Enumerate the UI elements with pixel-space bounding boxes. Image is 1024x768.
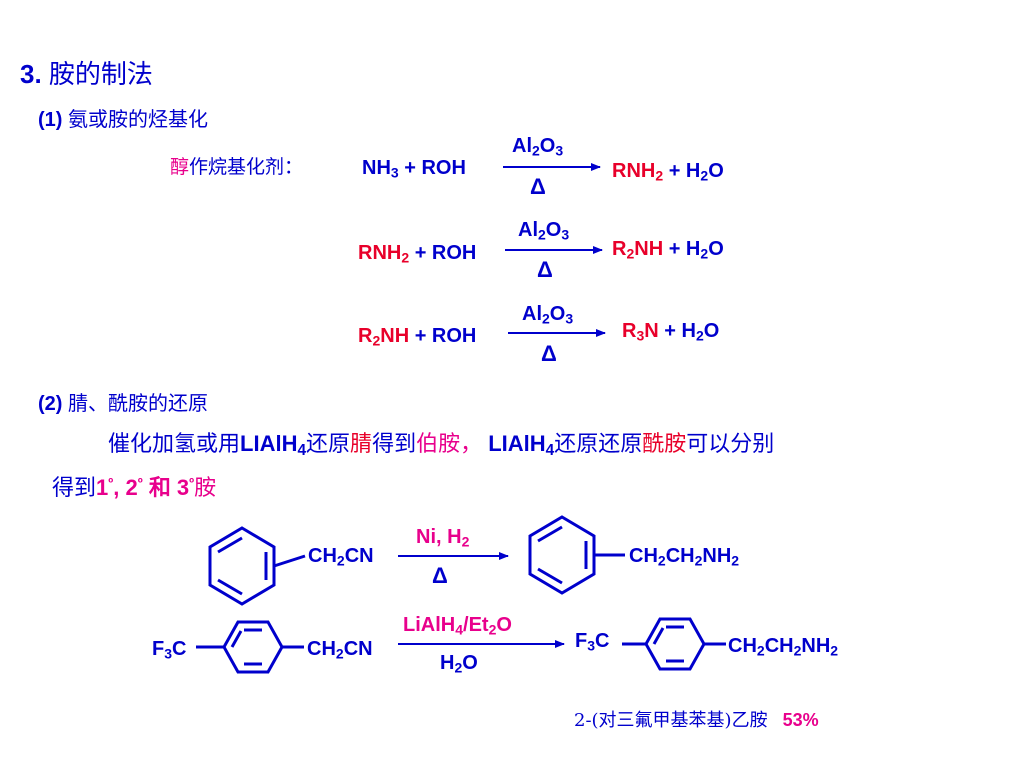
subsection-2-title: (2) 腈、酰胺的还原 xyxy=(38,387,208,416)
subsection-2-number: (2) xyxy=(38,393,63,415)
benzene-ring-4 xyxy=(622,617,726,671)
rx1-heat: Δ xyxy=(530,174,546,199)
rx4-reactant: CH2CN xyxy=(308,545,374,569)
subsection-1-number: (1) xyxy=(38,109,63,131)
rx3-reagent: Al2O3 xyxy=(522,303,574,327)
rx2-heat: Δ xyxy=(537,257,553,282)
rx1-reagent: Al2O3 xyxy=(512,135,564,159)
benzene-ring-1-drawing xyxy=(208,526,306,606)
rx5-reagent: LiAlH4/Et2O xyxy=(403,614,512,638)
alcohol-highlight: 醇 xyxy=(170,156,190,178)
heading-number: 3. xyxy=(20,59,42,89)
section-heading: 3. 胺的制法 xyxy=(20,54,153,91)
rx5-f3c-left: F3C xyxy=(152,638,187,662)
rx2-product: R2NH + H2O xyxy=(612,238,724,262)
alcohol-note-text: 作烷基化剂： xyxy=(189,156,304,178)
product-caption: 2-(对三氟甲基苯基)乙胺 53% xyxy=(574,706,819,732)
subsection-2-text: 腈、酰胺的还原 xyxy=(68,391,209,415)
rx5-reactant: CH2CN xyxy=(307,638,373,662)
subsection-1-title: (1) 氨或胺的烃基化 xyxy=(38,103,208,132)
rx4-heat: Δ xyxy=(432,563,448,588)
reduction-paragraph-line-1: 催化加氢或用LIAlH4还原腈得到伯胺， LIAlH4还原还原酰胺可以分别 xyxy=(108,431,775,459)
rx3-product: R3N + H2O xyxy=(622,320,720,344)
rx5-workup: H2O xyxy=(440,652,478,676)
rx2-reagent: Al2O3 xyxy=(518,219,570,243)
rx4-reagent: Ni, H2 xyxy=(416,526,470,550)
subsection-1-text: 氨或胺的烃基化 xyxy=(68,107,209,131)
benzene-ring-3 xyxy=(196,620,304,674)
rx5-product: CH2CH2NH2 xyxy=(728,635,839,659)
product-yield: 53% xyxy=(782,710,819,730)
rx3-reactant: R2NH + ROH xyxy=(358,325,477,349)
benzene-ring-2 xyxy=(528,515,625,595)
rx5-f3c-right: F3C xyxy=(575,630,610,654)
rx1-product: RNH2 + H2O xyxy=(612,160,724,184)
alcohol-note: 醇作烷基化剂： xyxy=(170,152,303,179)
rx2-reactant: RNH2 + ROH xyxy=(358,242,477,266)
product-name: 2-(对三氟甲基苯基)乙胺 xyxy=(574,710,768,731)
rx4-product: CH2CH2NH2 xyxy=(629,545,740,569)
heading-text: 胺的制法 xyxy=(48,60,153,90)
reduction-paragraph-line-2: 得到1º, 2º 和 3º胺 xyxy=(52,475,217,501)
rx1-reactant: NH3 + ROH xyxy=(362,157,466,181)
rx3-heat: Δ xyxy=(541,341,557,366)
